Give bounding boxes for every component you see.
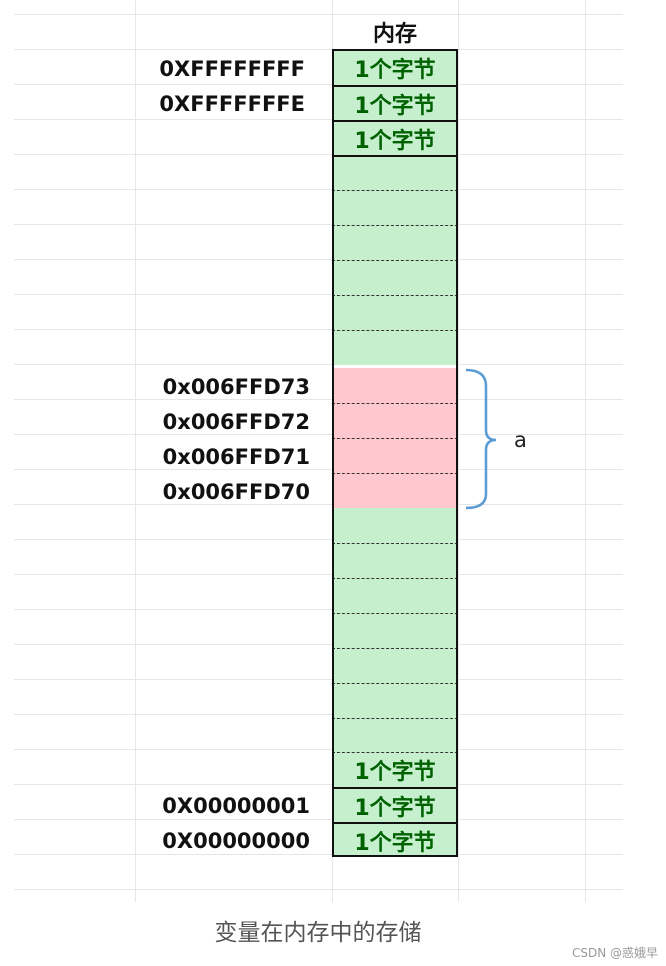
grid-row-line	[14, 259, 623, 260]
grid-row-line	[14, 154, 623, 155]
variable-brace	[465, 368, 497, 510]
memory-byte-cell	[332, 330, 458, 365]
grid-row-line	[14, 714, 623, 715]
memory-byte-cell	[332, 648, 458, 683]
variable-byte-cell	[332, 368, 458, 403]
grid-row-line	[14, 294, 623, 295]
memory-byte-cell: 1个字节	[332, 787, 458, 822]
memory-header: 内存	[372, 22, 417, 47]
grid-row-line	[14, 49, 623, 50]
memory-byte-cell	[332, 508, 458, 543]
grid-row-line	[14, 469, 623, 470]
address-top-1: 0XFFFFFFFE	[159, 91, 305, 116]
diagram-caption: 变量在内存中的存储	[214, 920, 422, 946]
memory-column-bottom	[332, 855, 458, 857]
address-var-1: 0x006FFD72	[162, 409, 310, 434]
memory-byte-cell	[332, 260, 458, 295]
grid-row-line	[14, 539, 623, 540]
byte-label: 1个字节	[354, 760, 436, 785]
address-var-0: 0x006FFD73	[162, 374, 310, 399]
watermark: CSDN @惑娥早	[571, 946, 658, 960]
grid-row-line	[14, 14, 623, 15]
variable-name-label: a	[514, 428, 527, 452]
grid-column-line	[458, 0, 459, 902]
memory-byte-cell	[332, 225, 458, 260]
grid-row-line	[14, 329, 623, 330]
grid-column-line	[135, 0, 136, 902]
grid-row-line	[14, 784, 623, 785]
grid-column-line	[585, 0, 586, 902]
memory-byte-cell	[332, 190, 458, 225]
variable-byte-cell	[332, 438, 458, 473]
address-var-3: 0x006FFD70	[162, 479, 310, 504]
memory-byte-cell	[332, 613, 458, 648]
grid-row-line	[14, 574, 623, 575]
address-bottom-1: 0X00000000	[162, 828, 310, 853]
byte-label: 1个字节	[354, 128, 436, 154]
byte-label: 1个字节	[354, 830, 436, 856]
byte-label: 1个字节	[354, 93, 436, 119]
byte-label: 1个字节	[354, 795, 436, 821]
grid-row-line	[14, 434, 623, 435]
byte-label: 1个字节	[354, 58, 436, 83]
grid-row-line	[14, 644, 623, 645]
grid-row-line	[14, 609, 623, 610]
grid-row-line	[14, 189, 623, 190]
grid-row-line	[14, 399, 623, 400]
brace-path	[465, 368, 497, 510]
grid-row-line	[14, 364, 623, 365]
grid-row-line	[14, 679, 623, 680]
memory-byte-cell	[332, 543, 458, 578]
memory-byte-cell	[332, 718, 458, 753]
memory-byte-cell	[332, 683, 458, 718]
variable-byte-cell	[332, 403, 458, 438]
grid-row-line	[14, 119, 623, 120]
grid-row-line	[14, 854, 623, 855]
memory-byte-cell: 1个字节	[332, 822, 458, 857]
address-top-0: 0XFFFFFFFF	[159, 56, 305, 81]
memory-byte-cell: 1个字节	[332, 85, 458, 120]
grid-row-line	[14, 889, 623, 890]
memory-byte-cell: 1个字节	[332, 752, 458, 787]
address-var-2: 0x006FFD71	[162, 444, 310, 469]
grid-row-line	[14, 749, 623, 750]
memory-byte-cell	[332, 155, 458, 190]
address-bottom-0: 0X00000001	[162, 793, 310, 818]
memory-column-top	[332, 49, 458, 51]
grid-row-line	[14, 819, 623, 820]
memory-byte-cell	[332, 578, 458, 613]
variable-byte-cell	[332, 473, 458, 508]
grid-row-line	[14, 504, 623, 505]
memory-byte-cell	[332, 295, 458, 330]
memory-column-border	[332, 49, 458, 857]
memory-byte-cell: 1个字节	[332, 120, 458, 155]
grid-row-line	[14, 224, 623, 225]
grid-row-line	[14, 84, 623, 85]
